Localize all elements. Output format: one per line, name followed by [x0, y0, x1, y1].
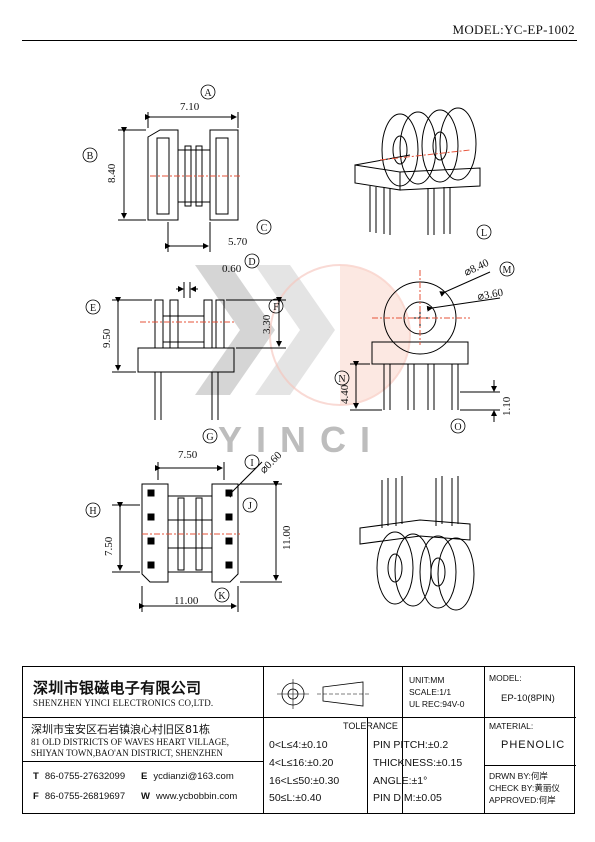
check-by: CHECK BY:黄丽仪	[489, 783, 560, 793]
model-field-value: EP-10(8PIN)	[501, 693, 555, 704]
dim-side-height: 9.50	[101, 328, 113, 348]
tel-number: 86-0755-27632099	[44, 771, 126, 782]
address-cn: 深圳市宝安区石岩镇浪心村旧区81栋	[31, 723, 210, 736]
model-number: MODEL:YC-EP-1002	[452, 22, 575, 37]
dim-side-flange: 0.60	[222, 263, 242, 275]
company-name-en: SHENZHEN YINCI ELECTRONICS CO,LTD.	[33, 698, 214, 708]
callout-j: J	[248, 501, 252, 512]
dim-bottom-depth: 7.50	[103, 536, 115, 556]
dim-bottom-length: 11.00	[174, 595, 199, 607]
callout-letters: A B C D E F G H I J K L M N O	[87, 88, 512, 602]
tol-angle: ANGLE:±1°	[373, 775, 428, 787]
dim-top-height: 8.40	[106, 163, 118, 183]
tol-range-2: 4<L≤16:±0.20	[269, 757, 334, 769]
callout-k: K	[218, 591, 226, 602]
callout-i: I	[250, 458, 253, 469]
email-address[interactable]: ycdianzi@163.com	[153, 771, 234, 782]
projection-symbol-icon	[277, 679, 369, 709]
callout-a: A	[204, 88, 212, 99]
model-field-label: MODEL:	[489, 673, 522, 683]
watermark-text: YINCI	[218, 419, 384, 460]
title-block: 深圳市银磁电子有限公司 SHENZHEN YINCI ELECTRONICS C…	[22, 666, 576, 814]
tel-label: T	[33, 771, 39, 782]
fax-line: F 86-0755-26819697	[33, 791, 125, 802]
ul-rec-label: UL REC:94V-0	[409, 699, 465, 709]
material-field-label: MATERIAL:	[489, 721, 534, 731]
callout-l: L	[481, 228, 487, 239]
fax-label: F	[33, 791, 39, 802]
callout-e: E	[90, 303, 96, 314]
callout-h: H	[89, 506, 96, 517]
material-field-value: PHENOLIC	[501, 739, 566, 751]
callout-c: C	[261, 223, 268, 234]
dim-pin-step: 1.10	[501, 396, 513, 416]
dim-top-width: 7.10	[180, 101, 200, 113]
isometric-view-bottom	[359, 476, 475, 611]
front-view	[350, 270, 501, 422]
yinci-watermark-logo	[195, 264, 411, 406]
tol-range-3: 16<L≤50:±0.30	[269, 775, 340, 787]
tolerance-title: TOLERANCE	[343, 721, 398, 731]
tel-line: T 86-0755-27632099	[33, 771, 125, 782]
dim-inner-dia: ⌀3.60	[476, 287, 504, 303]
tol-pin-dim: PIN DIM:±0.05	[373, 792, 442, 804]
dim-base-height: 4.40	[339, 384, 351, 404]
dim-bottom-height: 11.00	[281, 525, 293, 550]
dim-outer-dia: ⌀8.40	[462, 257, 491, 279]
bottom-view	[112, 461, 282, 612]
address-en-1: 81 OLD DISTRICTS OF WAVES HEART VILLAGE,	[31, 737, 230, 747]
website-link[interactable]: www.ycbobbin.com	[155, 791, 238, 802]
fax-number: 86-0755-26819697	[44, 791, 126, 802]
callout-o: O	[454, 422, 461, 433]
header-rule	[22, 40, 577, 41]
dim-top-depth: 5.70	[228, 236, 248, 248]
unit-label: UNIT:MM	[409, 675, 445, 685]
callout-m: M	[503, 265, 512, 276]
tol-range-4: 50≤L:±0.40	[269, 792, 322, 804]
callout-d: D	[248, 257, 255, 268]
top-view	[118, 112, 240, 252]
callout-g: G	[206, 432, 213, 443]
isometric-view-top	[354, 107, 481, 235]
callout-b: B	[87, 151, 94, 162]
callout-n: N	[338, 374, 345, 385]
drawn-by: DRWN BY:何岸	[489, 771, 548, 781]
dim-side-inner: 3.30	[261, 314, 273, 334]
callout-f: F	[273, 302, 279, 313]
company-name-cn: 深圳市银磁电子有限公司	[33, 679, 202, 697]
tol-range-1: 0<L≤4:±0.10	[269, 739, 328, 751]
side-view	[112, 282, 286, 420]
web-label: W	[141, 791, 150, 802]
callout-circles	[82, 84, 515, 603]
approved-by: APPROVED:何岸	[489, 795, 556, 805]
tol-pin-pitch: PIN PITCH:±0.2	[373, 739, 449, 751]
address-en-2: SHIYAN TOWN,BAO'AN DISTRICT, SHENZHEN	[31, 748, 223, 758]
tol-thickness: THICKNESS:±0.15	[373, 757, 463, 769]
email-label: E	[141, 771, 148, 782]
scale-label: SCALE:1/1	[409, 687, 452, 697]
dim-bottom-width: 7.50	[178, 449, 198, 461]
